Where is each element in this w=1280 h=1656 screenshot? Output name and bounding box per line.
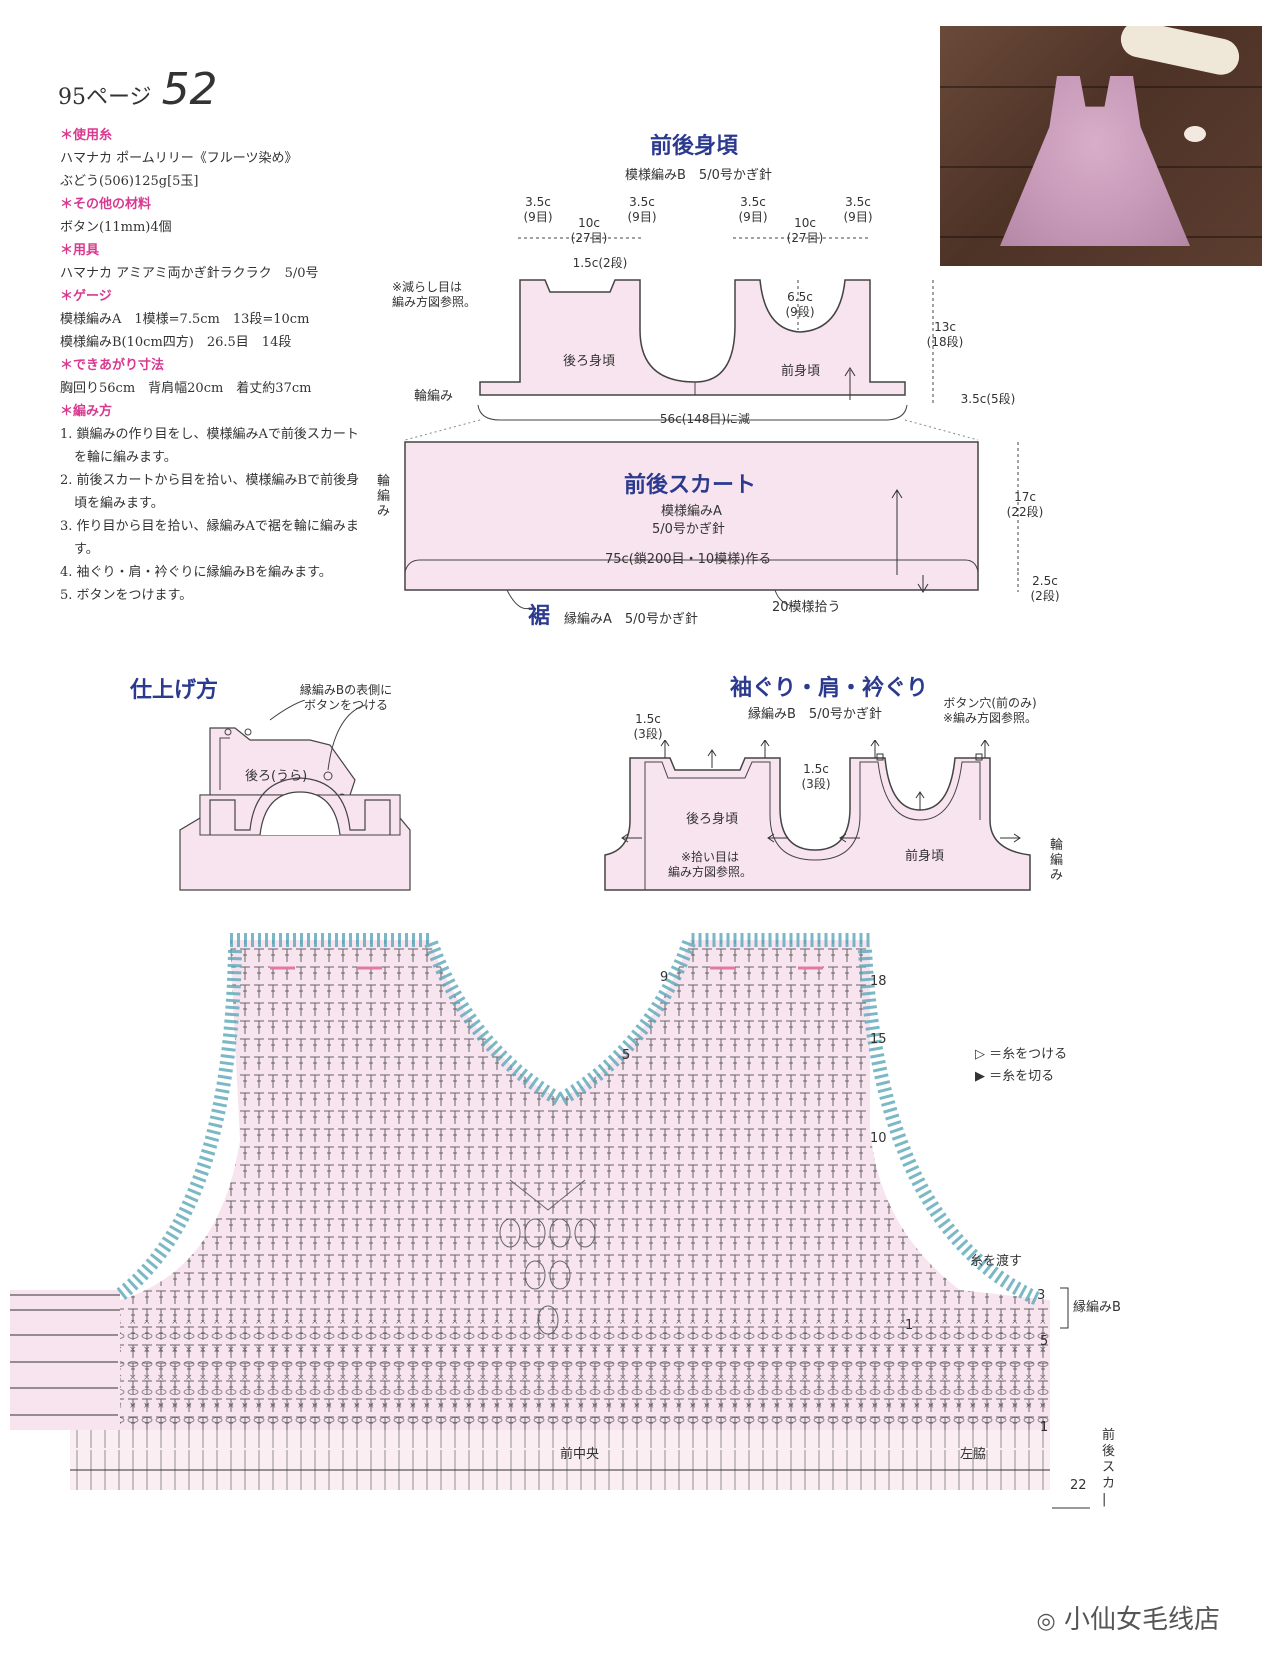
dim-label: 1.5c(3段) <box>801 762 831 791</box>
attach-yarn-icon: ▷ <box>975 1047 985 1062</box>
dim-label: 1.5c(2段) <box>572 256 628 270</box>
row-number: 18 <box>870 974 887 989</box>
row-number: 5 <box>622 1048 631 1063</box>
method-step: 3. 作り目から目を拾い、縁編みAで裾を輪に編みます。 <box>60 519 359 557</box>
other-materials-heading: ＊その他の材料 <box>60 197 152 212</box>
skirt-title: 前後スカート <box>624 473 757 498</box>
crochet-chart: × × <box>10 933 1090 1509</box>
pattern-number: 52 <box>161 64 218 115</box>
armhole-front-label: 前身頃 <box>905 849 945 864</box>
size-line: 胸回り56cm 背肩幅20cm 着丈約37cm <box>60 381 312 396</box>
shell-ornament <box>1184 126 1206 142</box>
yarn-heading: ＊使用糸 <box>60 128 113 143</box>
dim-label: 2.5c(2段) <box>1030 574 1060 603</box>
left-side-label: 左脇 <box>960 1447 987 1462</box>
front-bodice-label: 前身頃 <box>781 364 821 379</box>
skirt-subtitle: 5/0号かぎ針 <box>652 522 725 537</box>
skirt-subtitle: 模様編みA <box>661 504 722 519</box>
back-inside-label: 後ろ(うら) <box>245 769 308 784</box>
watermark: ◎ 小仙女毛线店 <box>1036 1605 1220 1635</box>
method-step: 4. 袖ぐり・肩・衿ぐりに縁編みBを編みます。 <box>60 565 332 580</box>
skirt-side-label: 前後スカ| <box>1102 1428 1116 1507</box>
row-number: 10 <box>870 1131 887 1146</box>
other-materials-line: ボタン(11mm)4個 <box>60 220 172 235</box>
armhole-diagram <box>604 740 1031 891</box>
hem-title: 裾 <box>528 604 551 629</box>
tools-line: ハマナカ アミアミ両かぎ針ラクラク 5/0号 <box>60 266 319 281</box>
dim-label: 6.5c(9段) <box>785 290 815 319</box>
hem-subtitle: 縁編みA 5/0号かぎ針 <box>564 612 698 627</box>
method-heading: ＊編み方 <box>60 404 113 419</box>
dim-label: 3.5c(9目) <box>738 195 768 224</box>
dim-label: 3.5c(5段) <box>960 392 1016 406</box>
pickup-note: ※拾い目は編み方図参照。 <box>667 850 752 879</box>
page-number: 95ページ 52 <box>58 64 218 115</box>
button-note: 縁編みBの表側にボタンをつける <box>299 683 393 712</box>
armhole-loop-label: 輪編み <box>1050 838 1064 883</box>
bodice-subtitle: 模様編みB 5/0号かぎ針 <box>625 168 772 183</box>
row-number: 5 <box>1040 1334 1049 1349</box>
method-step: 5. ボタンをつけます。 <box>60 588 193 603</box>
dim-label: 3.5c(9目) <box>523 195 553 224</box>
yarn-line: ハマナカ ポームリリー《フルーツ染め》 <box>60 151 298 166</box>
dim-label: 13c(18段) <box>926 320 964 349</box>
page-reference: 95ページ <box>58 85 152 110</box>
armhole-title: 袖ぐり・肩・衿ぐり <box>730 676 929 701</box>
skirt-outline <box>404 441 979 591</box>
decrease-note: ※減らし目は編み方図参照。 <box>392 280 477 309</box>
finishing-title: 仕上げ方 <box>130 678 219 703</box>
legend-cut: ▶ ＝糸を切る <box>975 1069 1055 1084</box>
row-number: 1 <box>1040 1420 1049 1435</box>
bodice-title: 前後身頃 <box>650 134 739 159</box>
dim-label: 3.5c(9目) <box>843 195 873 224</box>
chain-label: 75c(鎖200目・10模様)作る <box>605 552 772 567</box>
dim-label: 10c(27目) <box>570 216 608 245</box>
back-bodice-label: 後ろ身頃 <box>563 354 616 369</box>
pick-label: 20模様拾う <box>772 600 841 615</box>
row-number: 1 <box>905 1318 914 1333</box>
dim-label: 56c(148目)に減 <box>659 412 751 426</box>
row-number: 9 <box>660 970 669 985</box>
loop-label: 輪編み <box>414 389 454 404</box>
method-step: 2. 前後スカートから目を拾い、模様編みBで前後身頃を編みます。 <box>60 473 360 511</box>
bodice-skirt-schematic <box>404 237 1019 610</box>
method-step: 1. 鎖編みの作り目をし、模様編みAで前後スカートを輪に編みます。 <box>60 427 359 465</box>
legend-attach: ▷ ＝糸をつける <box>975 1047 1068 1062</box>
gauge-line: 模様編みB(10cm四方) 26.5目 14段 <box>60 335 292 350</box>
dim-label: 1.5c(3段) <box>633 712 663 741</box>
yarn-line: ぶどう(506)125g[5玉] <box>60 174 199 189</box>
buttonhole-note: ボタン穴(前のみ)※編み方図参照。 <box>942 696 1038 725</box>
finishing-diagram <box>179 700 411 891</box>
bodice-outline <box>479 279 906 396</box>
dim-label: 3.5c(9目) <box>627 195 657 224</box>
pass-yarn-label: 糸を渡す <box>970 1254 1023 1269</box>
dim-label: 17c(22段) <box>1006 490 1044 519</box>
dim-label: 10c(27目) <box>786 216 824 245</box>
armhole-back-label: 後ろ身頃 <box>686 812 739 827</box>
row-number: 22 <box>1070 1478 1087 1493</box>
gauge-heading: ＊ゲージ <box>60 289 112 304</box>
size-heading: ＊できあがり寸法 <box>60 358 165 373</box>
edging-b-label: 縁編みB <box>1073 1300 1121 1315</box>
tools-heading: ＊用具 <box>60 243 100 258</box>
gauge-line: 模様編みA 1模様=7.5cm 13段=10cm <box>60 312 310 327</box>
row-number: 15 <box>870 1032 887 1047</box>
cut-yarn-icon: ▶ <box>975 1069 985 1084</box>
dress-photo <box>940 26 1262 266</box>
chat-bubble-icon: ◎ <box>1036 1609 1056 1634</box>
row-number: 3 <box>1037 1288 1046 1303</box>
materials-info: ＊使用糸 ハマナカ ポームリリー《フルーツ染め》 ぶどう(506)125g[5玉… <box>60 124 360 607</box>
armhole-subtitle: 縁編みB 5/0号かぎ針 <box>748 707 882 722</box>
skirt-loop-label: 輪編み <box>377 474 391 519</box>
center-front-label: 前中央 <box>560 1447 600 1462</box>
flower-headband <box>1117 26 1243 79</box>
